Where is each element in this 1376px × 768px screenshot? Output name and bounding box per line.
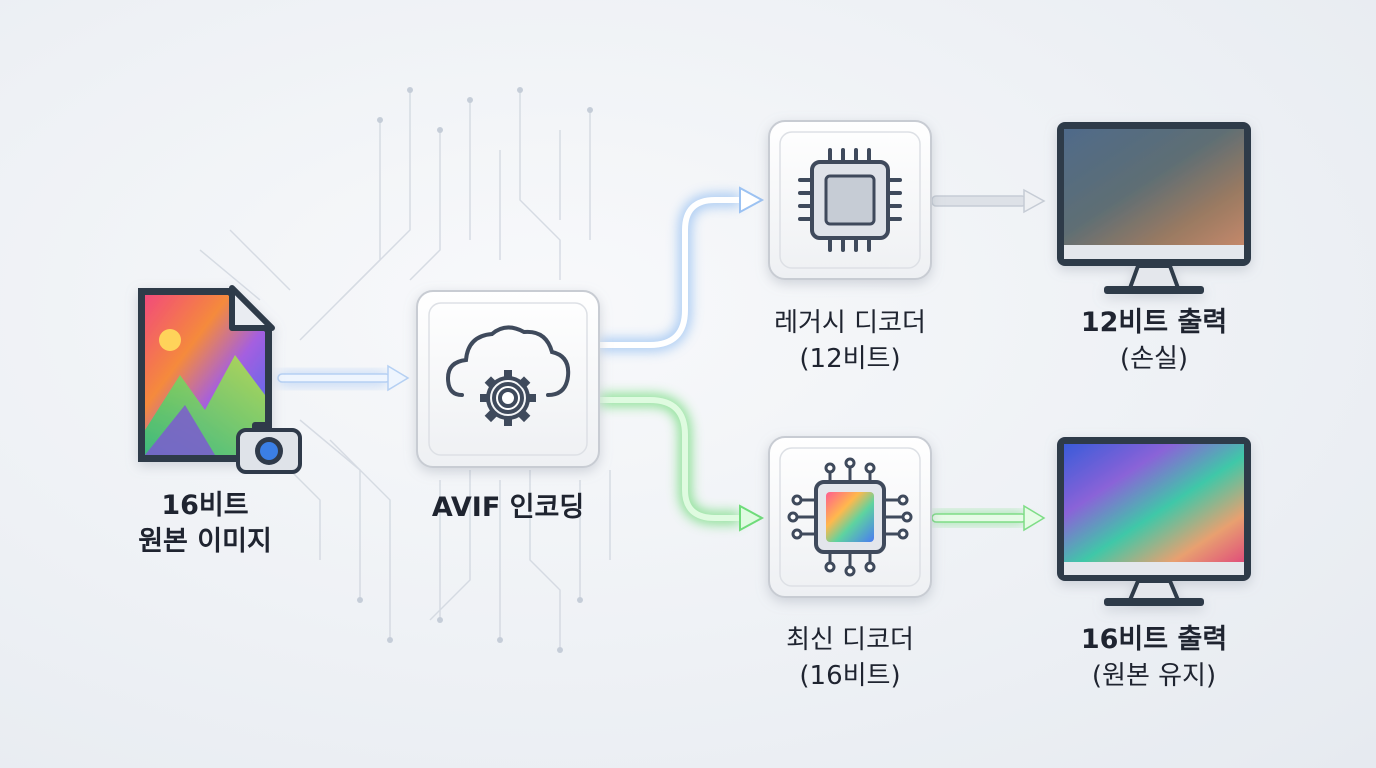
output-12bit-label: 12비트 출력 (손실) xyxy=(1034,305,1274,377)
chip-icon xyxy=(798,148,902,252)
modern-path-arrow xyxy=(600,394,765,532)
color-chip-icon xyxy=(787,457,913,577)
modern-decoder-label-line2: (16비트) xyxy=(799,661,901,691)
source-label-line1: 16비트 xyxy=(161,490,249,521)
legacy-to-output-arrow xyxy=(931,188,1046,214)
monitor-16bit-icon xyxy=(1057,437,1251,606)
source-label-line2: 원본 이미지 xyxy=(138,526,272,557)
monitor-12bit-icon xyxy=(1057,122,1251,294)
modern-decoder-label-line1: 최신 디코더 xyxy=(786,625,914,655)
image-file-icon xyxy=(138,285,275,462)
modern-decoder-label: 최신 디코더 (16비트) xyxy=(735,622,965,694)
output-16bit-label-line2: (원본 유지) xyxy=(1091,661,1217,691)
source-label: 16비트 원본 이미지 xyxy=(110,488,300,560)
encoder-label: AVIF 인코딩 xyxy=(400,490,616,526)
source-to-encoder-arrow xyxy=(277,364,410,392)
encoder-label-line1: AVIF 인코딩 xyxy=(431,492,585,523)
modern-to-output-arrow xyxy=(931,504,1046,532)
output-12bit-label-line1: 12비트 출력 xyxy=(1080,307,1228,338)
legacy-path-arrow xyxy=(600,186,765,351)
camera-icon xyxy=(236,422,302,474)
output-16bit-label-line1: 16비트 출력 xyxy=(1080,624,1228,655)
output-16bit-label: 16비트 출력 (원본 유지) xyxy=(1034,622,1274,694)
legacy-decoder-label-line2: (12비트) xyxy=(799,344,901,374)
legacy-decoder-label-line1: 레거시 디코더 xyxy=(774,308,926,338)
output-12bit-label-line2: (손실) xyxy=(1119,344,1189,374)
circuit-dots xyxy=(357,87,593,653)
legacy-decoder-label: 레거시 디코더 (12비트) xyxy=(735,305,965,377)
